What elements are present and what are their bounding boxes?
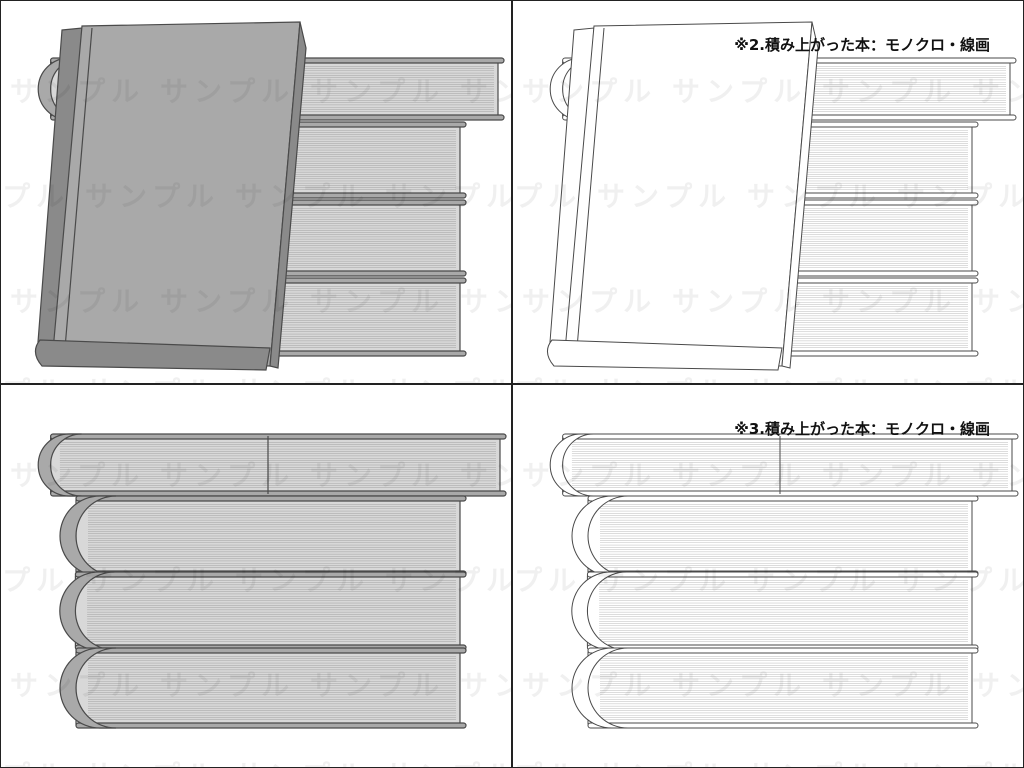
caption: ※3.積み上がった本：モノクロ・線画 [734,420,990,438]
book-board-top [49,433,507,440]
page-lines [600,504,968,568]
page-lines [88,504,456,568]
book [571,647,979,729]
book-board-top [586,571,979,578]
book-stack-illustration [547,21,1017,371]
panel-divider-horizontal [0,383,1024,385]
page-lines [87,580,456,642]
book-spine [59,647,117,729]
page-lines [59,442,496,488]
book [549,433,1019,497]
front-book [34,21,307,371]
book [571,495,979,577]
book [571,571,979,651]
page-lines [600,656,968,720]
page-lines [571,442,1008,488]
book-pages [74,575,461,647]
book-stack-illustration [549,433,1019,729]
book-board-top [587,647,979,654]
book-board-bottom [587,722,979,729]
front-book-edge [269,21,307,369]
front-book [547,21,819,371]
book-board-top [587,495,979,502]
book-board-top [75,495,467,502]
book-board-bottom [75,722,467,729]
page-lines [599,580,968,642]
front-book-hinge [63,27,93,361]
page-lines [88,656,456,720]
book-board-top [75,647,467,654]
caption: ※2.積み上がった本：モノクロ・線画 [734,36,990,54]
book [59,647,467,729]
front-book-hinge [575,27,605,361]
book-board-top [562,433,1019,440]
book-stack-illustration [37,433,507,729]
book [37,433,507,497]
front-book-edge [781,21,819,369]
book-spine [571,647,629,729]
book-board-top [74,571,467,578]
book-stack-illustration [34,21,505,371]
front-book-bottom [34,339,271,371]
front-book-bottom [547,339,783,371]
